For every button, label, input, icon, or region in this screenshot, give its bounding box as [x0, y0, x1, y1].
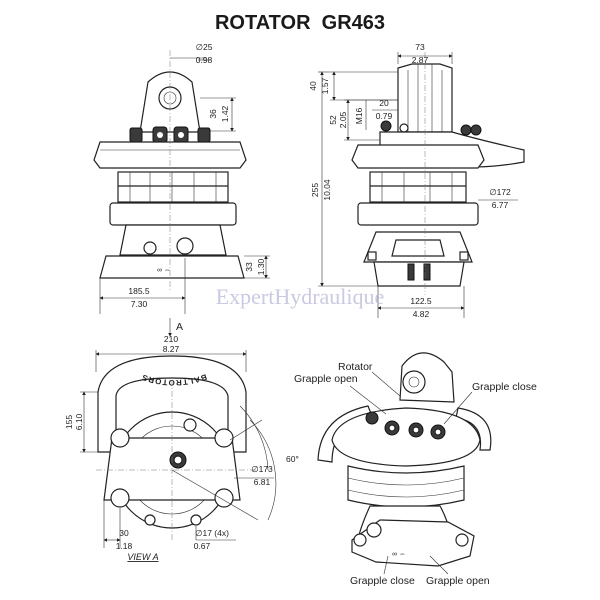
offset-inch: 1.18 [116, 541, 133, 551]
port-height-mm: 52 [328, 115, 338, 125]
side-view: 73 2.87 40 1.57 52 2.05 M16 20 0.79 255 … [308, 42, 525, 319]
view-a-arrow-label: A [176, 321, 183, 333]
base-width-mm: 122.5 [410, 296, 432, 306]
top-height-mm: 40 [308, 81, 318, 91]
front-rotation-disc [109, 202, 237, 226]
body-diameter-mm: ∅172 [489, 187, 511, 197]
side-base [373, 261, 465, 287]
view-a-depth-mm: 155 [64, 415, 74, 429]
port-offset-inch: 7.30 [131, 299, 148, 309]
pin-diameter-mm: ∅25 [196, 42, 213, 52]
iso-view: ∞ ⇔ Rotator Grapple open Grapple close G… [294, 352, 537, 587]
side-upper-flange [351, 144, 485, 169]
view-a-depth-inch: 6.10 [74, 413, 84, 430]
iso-label-rotator: Rotator [338, 361, 373, 373]
front-motor-body [117, 171, 229, 203]
total-height-inch: 10.04 [322, 179, 332, 201]
pitch-circle-inch: 6.81 [254, 477, 271, 487]
front-view: ∞ ⇔ ∅25 0.98 36 1.42 33 1.30 185.5 7.30 [93, 42, 270, 314]
front-hydraulic-ports [129, 126, 211, 144]
base-height-mm: 33 [244, 262, 254, 272]
holes-inch: 0.67 [194, 541, 211, 551]
front-base [99, 255, 245, 279]
port-pitch-mm: 20 [379, 98, 389, 108]
bail-ring [97, 355, 247, 453]
iso-label-grapple-close-bottom: Grapple close [350, 575, 415, 587]
base-height-inch: 1.30 [256, 258, 266, 275]
port-height-inch: 2.05 [338, 111, 348, 128]
view-a: A 210 8.27 BALTROTORS 60° ∅17 [64, 318, 299, 562]
view-a-width-inch: 8.27 [163, 344, 180, 354]
pitch-circle-mm: ∅173 [251, 464, 273, 474]
drawing-title: ROTATOR GR463 [215, 12, 385, 34]
port-offset-mm: 185.5 [128, 286, 150, 296]
view-a-caption: VIEW A [127, 552, 158, 562]
top-height-inch: 1.57 [320, 77, 330, 94]
holes-mm: ∅17 (4x) [195, 528, 229, 538]
ear-width-mm: 73 [415, 42, 425, 52]
svg-text:∞ ⇔: ∞ ⇔ [157, 267, 171, 274]
thread-size: M16 [354, 107, 364, 124]
svg-text:∞ ⇔: ∞ ⇔ [392, 551, 406, 558]
side-motor-body [369, 171, 467, 203]
front-lower-housing [119, 224, 227, 256]
body-diameter-inch: 6.77 [492, 200, 509, 210]
watermark-text: ExpertHydraulique [216, 284, 385, 309]
view-a-width-mm: 210 [164, 334, 178, 344]
iso-motor-body [347, 465, 465, 508]
pin-height-inch: 1.42 [220, 105, 230, 122]
offset-mm: 30 [119, 528, 129, 538]
side-rotation-disc [357, 202, 479, 226]
iso-label-grapple-open-bottom: Grapple open [426, 575, 490, 587]
iso-label-grapple-open-top: Grapple open [294, 373, 358, 385]
iso-base [351, 519, 475, 567]
base-width-inch: 4.82 [413, 309, 430, 319]
port-pitch-inch: 0.79 [376, 111, 393, 121]
pin-height-mm: 36 [208, 109, 218, 119]
iso-label-grapple-close-top: Grapple close [472, 381, 537, 393]
ear-width-inch: 2.87 [412, 55, 429, 65]
total-height-mm: 255 [310, 183, 320, 197]
view-a-angle: 60° [286, 454, 299, 464]
